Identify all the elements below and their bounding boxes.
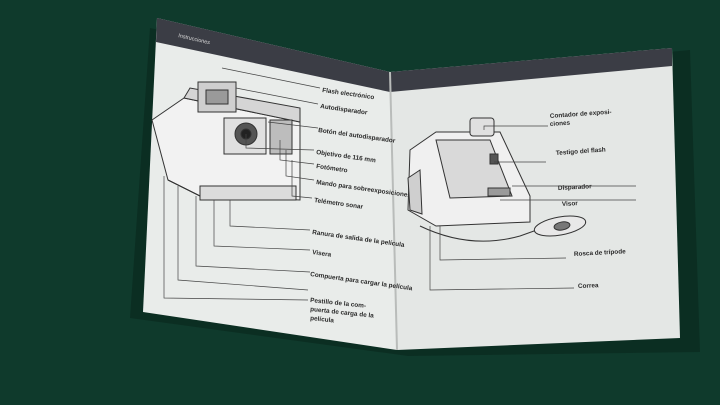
label-rosca-tripode: Rosca de trípode [574, 248, 627, 258]
right-page-header-band [390, 48, 672, 92]
label-correa: Correa [578, 282, 599, 290]
label-contador-1: Contador de exposi- [550, 109, 612, 120]
camera-illustration-left [151, 81, 301, 201]
label-testigo-flash: Testigo del flash [556, 147, 606, 157]
label-disparador: Disparador [558, 183, 593, 192]
label-contador-2: ciones [550, 120, 571, 128]
leader-lines-left [163, 67, 321, 301]
label-fotometro: Fotómetro [316, 163, 348, 174]
labels-right: Contador de exposi- ciones Testigo del f… [550, 109, 627, 290]
label-visor: Visor [562, 200, 579, 208]
label-visera: Visera [312, 249, 332, 259]
leader-lines-right [429, 125, 636, 291]
right-page [390, 48, 680, 350]
label-pestillo-3: película [310, 315, 335, 324]
booklet-spine [389, 71, 398, 351]
camera-illustration-right [407, 117, 587, 242]
left-page-header-band [156, 18, 390, 92]
